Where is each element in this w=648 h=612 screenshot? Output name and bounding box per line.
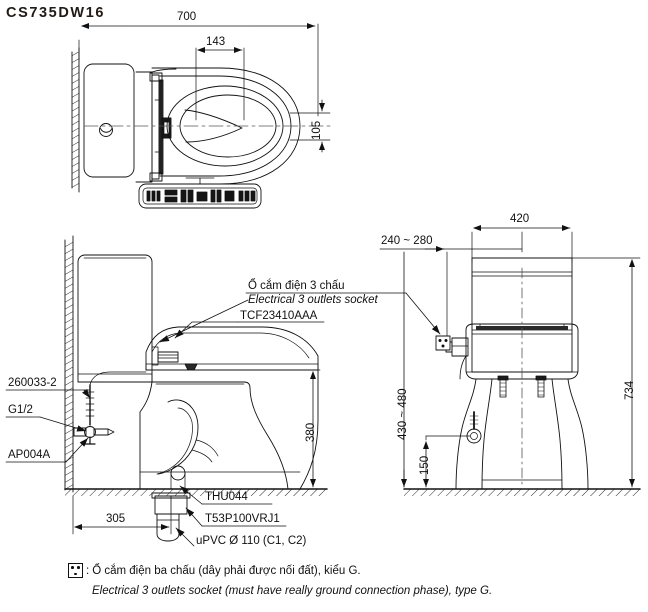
dim-105: [289, 99, 331, 153]
footer-separator: :: [86, 564, 90, 577]
footer-text-en: Electrical 3 outlets socket (must have r…: [92, 585, 493, 597]
dim-380: [299, 369, 321, 490]
callout-angle-valve: AP004A: [8, 449, 51, 461]
callout-thread-size: G1/2: [8, 404, 33, 416]
dim-label-700: 700: [177, 11, 197, 23]
callout-supply-valve: 260033-2: [8, 377, 57, 389]
dim-143: [195, 47, 245, 121]
dim-label-150: 150: [419, 455, 431, 475]
side-view-leaders: [5, 292, 407, 547]
top-view-geometry: [71, 47, 331, 209]
dim-label-105: 105: [311, 120, 323, 140]
callout-waste-pipe: uPVC Ø 110 (C1, C2): [196, 535, 307, 547]
page-title: CS735DW16: [6, 5, 106, 21]
dim-734: [571, 257, 641, 490]
side-view-geometry: [64, 235, 328, 542]
front-view-geometry: [403, 257, 641, 496]
footer-note: : Ổ cắm điện ba chấu (dây phải được nối …: [68, 563, 640, 599]
callout-socket-vi: Ổ cắm điện 3 chấu: [248, 280, 345, 292]
dim-700: [78, 23, 319, 117]
dim-240-280: [379, 231, 523, 337]
dim-305: [72, 495, 172, 535]
dim-label-240-280: 240 ~ 280: [381, 235, 433, 247]
dim-label-734: 734: [624, 380, 636, 400]
dim-label-305: 305: [106, 513, 126, 525]
dim-label-430-480: 430 ~ 480: [397, 388, 409, 440]
front-view-leaders: [405, 292, 441, 335]
electrical-socket-icon: [68, 563, 83, 578]
callout-socket-en: Electrical 3 outlets socket: [248, 294, 378, 306]
callout-pan-connector: T53P100VRJ1: [205, 513, 280, 525]
dim-150: [423, 435, 471, 488]
dim-label-420: 420: [510, 213, 530, 225]
callout-seat-model: TCF23410AAA: [240, 310, 318, 322]
dim-label-380: 380: [305, 422, 317, 442]
callout-connector: THU044: [205, 491, 248, 503]
footer-text-vi: Ổ cắm điện ba chấu (dây phải được nối đấ…: [92, 564, 361, 577]
dim-label-143: 143: [206, 36, 226, 48]
dim-420: [471, 225, 573, 263]
